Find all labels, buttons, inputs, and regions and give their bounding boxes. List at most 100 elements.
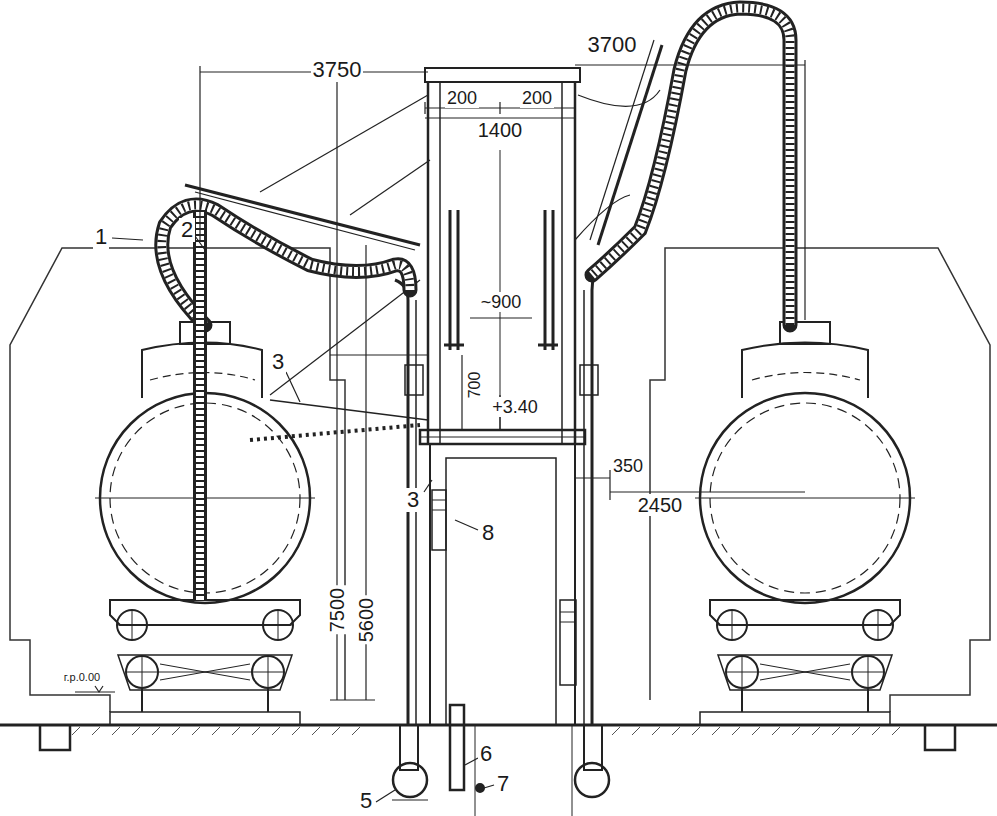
callout-number: 2 (179, 218, 195, 242)
tank-car (267, 688, 269, 712)
dimension-line (95, 686, 103, 692)
tank-car (863, 610, 893, 640)
tank-car (117, 610, 147, 640)
tank-car (726, 656, 758, 688)
pipeline (392, 800, 428, 801)
tank-car (867, 688, 869, 712)
loading-rack (450, 210, 553, 350)
clearance-outline (10, 248, 990, 712)
flexible-hose (196, 210, 204, 600)
tank-car (717, 610, 747, 640)
ground-line (72, 727, 900, 735)
loading-rack (446, 458, 556, 725)
dimension-value: ~900 (479, 292, 524, 312)
pipeline (572, 725, 573, 816)
dimension-value: 3700 (586, 33, 639, 57)
flexible-hose (193, 210, 207, 600)
ground-line (40, 725, 955, 750)
pipeline (575, 763, 609, 797)
tank-car (126, 656, 158, 688)
pipeline (432, 490, 446, 550)
leader-line (376, 790, 395, 802)
level-mark: +3.40 (490, 397, 540, 417)
dimension-line (75, 691, 115, 692)
leader-line (112, 238, 143, 240)
tank-car (752, 373, 860, 381)
pipeline (392, 265, 609, 816)
dimension-line (804, 60, 805, 320)
dimension-line (575, 477, 610, 478)
leader-line (286, 372, 300, 402)
tank-car (695, 498, 915, 499)
tank-car (717, 610, 747, 640)
loading-rack (444, 344, 558, 347)
ground-line (700, 712, 890, 725)
tank-car (726, 656, 758, 688)
tank-car (758, 664, 852, 680)
loading-boom (578, 90, 660, 106)
loading-rack (561, 82, 563, 445)
dimension-value: 1400 (476, 119, 525, 141)
loading-rack (580, 365, 598, 395)
loading-boom (250, 425, 420, 440)
callout-number: 1 (93, 225, 109, 249)
clearance-outline (650, 248, 990, 712)
pipeline (476, 784, 484, 792)
loading-boom (575, 195, 630, 240)
loading-rack (439, 82, 441, 445)
pipeline (415, 300, 417, 725)
tank-car (263, 610, 293, 640)
tank-car (741, 688, 743, 712)
leader-line (465, 758, 478, 765)
dimension-value: 3750 (311, 58, 364, 82)
ground-line (612, 727, 900, 735)
callout-number: 3 (270, 350, 286, 374)
leader-line (455, 520, 478, 530)
dimension-value: 200 (445, 88, 479, 108)
pipeline (592, 265, 600, 725)
callout-number: 5 (358, 789, 374, 813)
loading-rack (405, 68, 598, 725)
level-mark: г.р.0.00 (62, 671, 102, 684)
tank-car (126, 656, 158, 688)
tank-car (158, 664, 252, 680)
loading-boom (270, 400, 428, 420)
loading-boom (270, 280, 420, 395)
dimension-line (75, 60, 805, 700)
flexible-hose (196, 210, 204, 600)
dimension-line (330, 699, 375, 700)
loading-rack (425, 68, 580, 82)
loading-boom (260, 95, 428, 192)
pipeline (450, 705, 464, 790)
dimension-line (575, 64, 805, 65)
dimension-value: 5600 (355, 596, 377, 645)
tank-car (263, 610, 293, 640)
tank-car (852, 656, 884, 688)
loading-boom (330, 354, 428, 355)
pipeline (475, 725, 476, 816)
loading-rack (420, 430, 585, 444)
leader-line (195, 236, 205, 250)
ground-line (72, 727, 360, 735)
dimension-value: 200 (520, 88, 554, 108)
tank-car (718, 655, 892, 690)
tank-car (695, 322, 915, 712)
loading-rack (420, 437, 585, 438)
ground-line (0, 712, 997, 750)
leader-line (112, 236, 494, 802)
pipeline (393, 763, 427, 797)
loading-boom (350, 160, 430, 215)
dimension-value: 700 (466, 370, 484, 401)
tank-car (252, 656, 284, 688)
ground-line (110, 712, 300, 725)
callout-number: 7 (495, 772, 511, 796)
pipeline (560, 600, 576, 685)
loading-rack (500, 150, 501, 430)
dimension-line (461, 355, 462, 430)
tank-car (118, 655, 292, 690)
tank-car (863, 610, 893, 640)
callout-number: 6 (478, 742, 494, 766)
dimension-value: 2450 (636, 494, 685, 516)
